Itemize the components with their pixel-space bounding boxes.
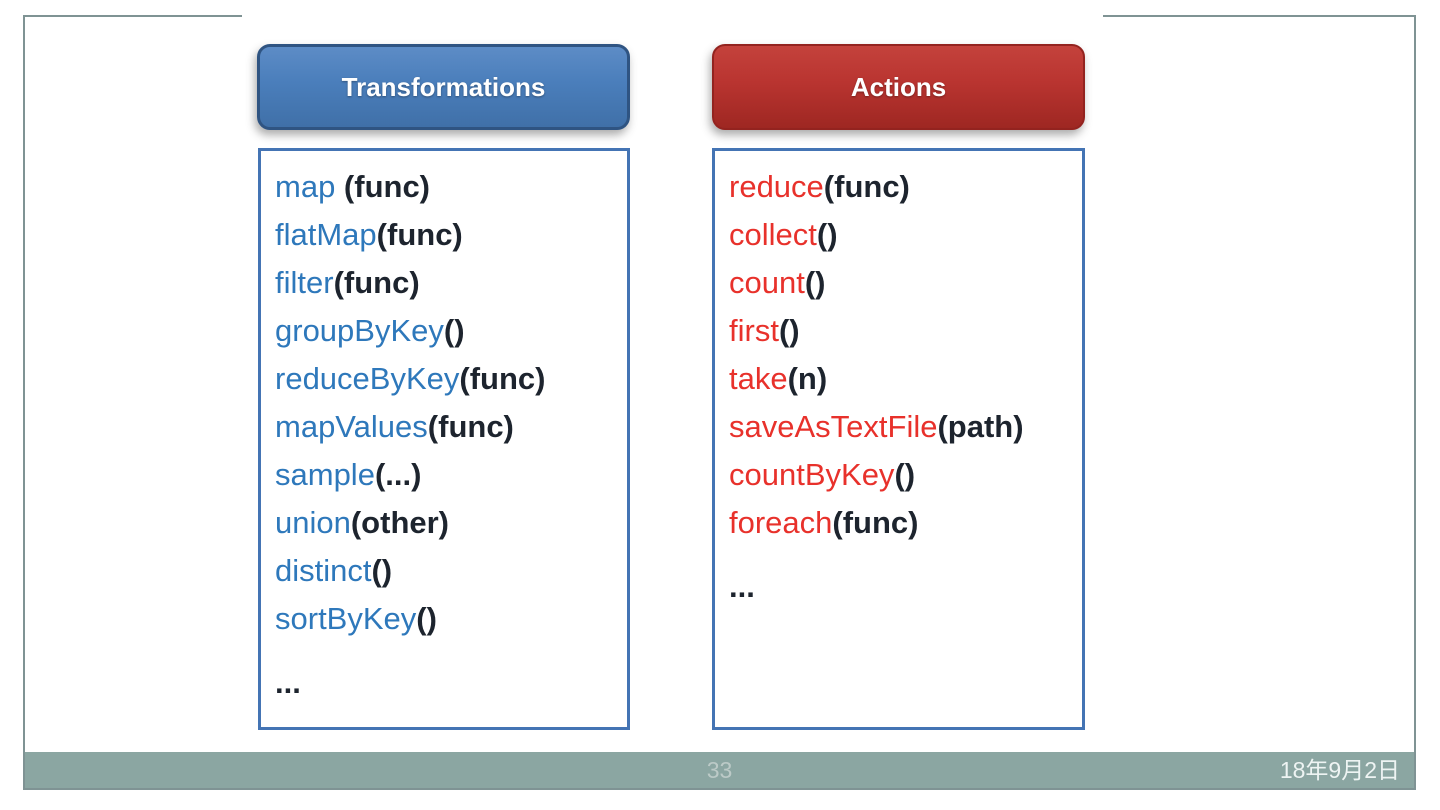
fn-map: map (func) [275, 169, 431, 204]
page-number: 33 [706, 756, 733, 783]
transformations-header-label: Transformations [341, 71, 546, 102]
fn-sortbykey: sortByKey() [275, 601, 437, 636]
slide-date: 18年9月2日 [1279, 757, 1400, 783]
footer-bar: 33 18年9月2日 [25, 752, 1414, 788]
fn-collect: collect() [729, 217, 838, 252]
slide-frame: Transformations Actions map (func) flatM… [23, 15, 1416, 790]
fn-union: union(other) [275, 505, 450, 540]
fn-flatmap: flatMap(func) [275, 217, 463, 252]
actions-header-label: Actions [850, 71, 947, 102]
fn-mapvalues: mapValues(func) [275, 409, 514, 444]
fn-countbykey: countByKey() [729, 457, 916, 492]
fn-first: first() [729, 313, 800, 348]
fn-filter: filter(func) [275, 265, 420, 300]
fn-reduce: reduce(func) [729, 169, 910, 204]
actions-listbox: reduce(func) collect() count() first() t… [712, 148, 1085, 730]
transformations-listbox: map (func) flatMap(func) filter(func) gr… [258, 148, 630, 730]
fn-foreach: foreach(func) [729, 505, 919, 540]
fn-reducebykey: reduceByKey(func) [275, 361, 546, 396]
fn-count: count() [729, 265, 826, 300]
top-border-gap [242, 12, 1103, 20]
fn-sample: sample(...) [275, 457, 422, 492]
actions-header: Actions [712, 44, 1085, 130]
fn-saveastextfile: saveAsTextFile(path) [729, 409, 1024, 444]
transformations-ellipsis: ... [275, 665, 301, 700]
fn-take: take(n) [729, 361, 828, 396]
fn-distinct: distinct() [275, 553, 393, 588]
actions-ellipsis: ... [729, 569, 755, 604]
transformations-header: Transformations [257, 44, 630, 130]
fn-groupbykey: groupByKey() [275, 313, 465, 348]
